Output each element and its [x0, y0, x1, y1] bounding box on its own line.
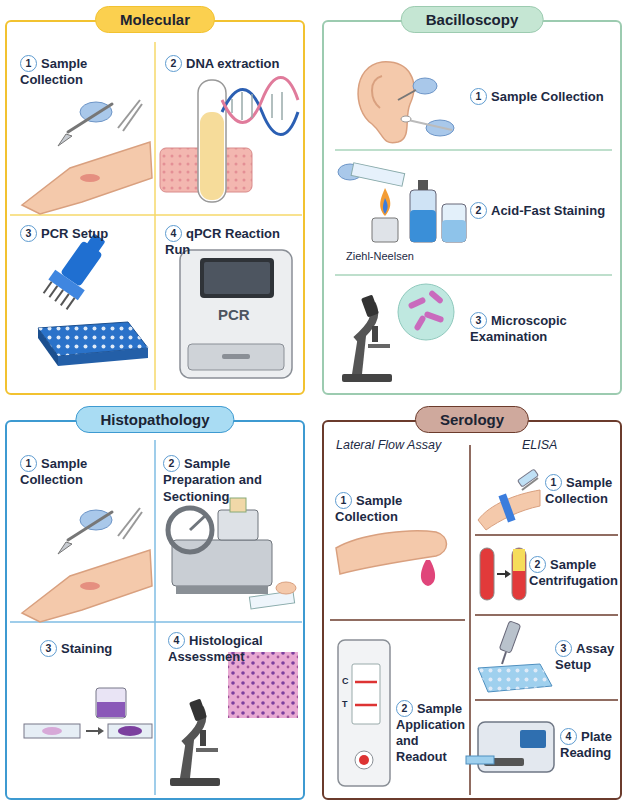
step-text-block: 4qPCR Reaction Run: [165, 225, 295, 259]
callout-number: 3: [40, 640, 57, 657]
step-text-block: 3Microscopic Examination: [470, 312, 605, 346]
step-label: DNA extraction: [186, 56, 279, 71]
callout-number: 3: [20, 225, 37, 242]
step-label: Sample Collection: [491, 89, 604, 104]
step-text-block: 2Sample Application and Readout: [396, 700, 466, 766]
step-text-block: 1 Sample Collection: [470, 88, 610, 105]
step-text-block: 2 DNA extraction: [165, 55, 295, 72]
callout-number: 1: [20, 55, 37, 72]
step-cell: 2Sample Centrifugation: [470, 535, 620, 615]
step-cell: 4Histological Assessment: [155, 622, 302, 795]
step-text-block: 1Sample Collection: [545, 474, 617, 508]
callout-number: 2: [470, 202, 487, 219]
callout-number: 1: [545, 474, 562, 491]
step-label: Acid-Fast Staining: [491, 203, 605, 218]
stain-label: Ziehl-Neelsen: [346, 250, 414, 262]
panel-heading: Serology: [415, 406, 529, 433]
step-cell: 2 DNA extraction: [155, 45, 302, 215]
step-cell: 4Plate Reading: [470, 700, 620, 795]
molecular-panel: Molecular1Sample Collection2DNA extracti…: [5, 20, 305, 395]
callout-number: 2: [165, 55, 182, 72]
panel-heading: Bacilloscopy: [401, 6, 544, 33]
control-line-label: C: [342, 676, 349, 686]
callout-number: 2: [163, 455, 180, 472]
step-cell: 1Sample Collection: [470, 455, 620, 535]
step-label: PCR Setup: [41, 226, 108, 241]
callout-number: 4: [168, 632, 185, 649]
step-cell: 3 PCR Setup: [12, 215, 155, 390]
step-text-block: 3 Staining: [40, 640, 150, 657]
step-cell: 2Sample Preparation and Sectioning: [155, 440, 302, 622]
histopathology-panel: Histopathology1Sample Collection2Sample …: [5, 420, 305, 800]
step-text-block: 1Sample Collection: [20, 55, 150, 89]
machine-label: PCR: [218, 306, 250, 323]
method-heading: Lateral Flow Assay: [336, 438, 441, 452]
callout-number: 1: [20, 455, 37, 472]
step-cell: 4qPCR Reaction Run: [155, 215, 302, 390]
step-cell: 1Sample Collection: [12, 45, 155, 215]
step-text-block: 1Sample Collection: [335, 492, 463, 526]
step-cell: 1Sample Collection: [12, 440, 155, 622]
step-cell: 3Assay Setup: [470, 615, 620, 700]
step-cell: 1Sample Collection: [325, 455, 470, 620]
method-heading: ELISA: [522, 438, 557, 452]
callout-number: 1: [335, 492, 352, 509]
test-line-label: T: [342, 699, 348, 709]
callout-number: 2: [529, 556, 546, 573]
callout-number: 4: [560, 728, 577, 745]
step-text-block: 1Sample Collection: [20, 455, 150, 489]
callout-number: 3: [470, 312, 487, 329]
callout-number: 4: [165, 225, 182, 242]
bacilloscopy-panel: Bacilloscopy1Sample Collection2Acid-Fast…: [322, 20, 622, 395]
step-text-block: 3 PCR Setup: [20, 225, 150, 242]
step-text-block: 3Assay Setup: [555, 640, 617, 674]
step-text-block: 4Histological Assessment: [168, 632, 296, 666]
step-cell: 3Microscopic Examination: [325, 275, 620, 390]
panel-heading: Histopathology: [75, 406, 234, 433]
step-label: qPCR Reaction Run: [165, 226, 280, 257]
panel-heading: Molecular: [95, 6, 215, 33]
serology-panel: Serology1Sample Collection2Sample Applic…: [322, 420, 622, 800]
step-label: Staining: [61, 641, 112, 656]
step-text-block: 2Sample Centrifugation: [529, 556, 619, 590]
callout-number: 3: [555, 640, 572, 657]
step-text-block: 2 Acid-Fast Staining: [470, 202, 615, 219]
callout-number: 2: [396, 700, 413, 717]
step-cell: 1 Sample Collection: [325, 45, 620, 150]
step-cell: 3 Staining: [12, 622, 155, 795]
step-text-block: 2Sample Preparation and Sectioning: [163, 455, 298, 505]
callout-number: 1: [470, 88, 487, 105]
step-text-block: 4Plate Reading: [560, 728, 618, 762]
